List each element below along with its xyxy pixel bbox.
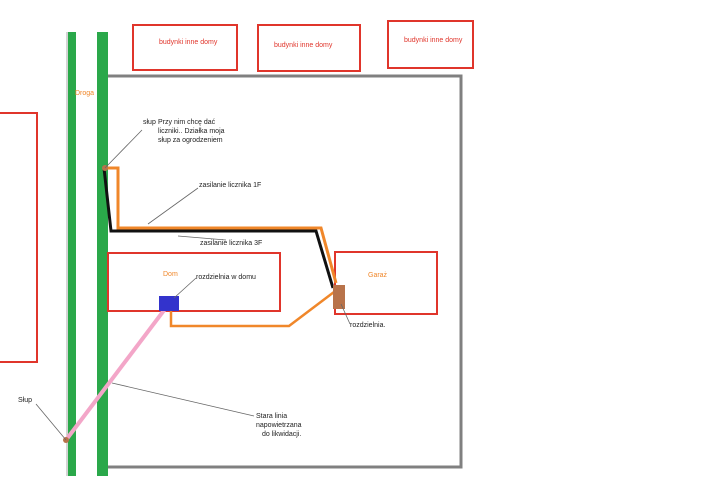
- plot-boundary: [108, 74, 463, 469]
- old-line-label-1: Stara linia: [256, 413, 288, 420]
- leader-pole-top: [104, 129, 143, 169]
- leader-3f: [177, 235, 227, 241]
- cable-garage-to-house: [169, 291, 335, 328]
- pole-note-line-2: liczniki.. Działka moja: [158, 128, 225, 135]
- cable-1f-label: zasilanie licznika 1F: [199, 182, 262, 189]
- road-label: Droga: [75, 90, 95, 97]
- road-strip-right: [97, 32, 108, 476]
- neighbor-building-2: [257, 24, 361, 72]
- road-strip-left: [68, 32, 76, 476]
- pole-note-line-3: słup za ogrodzeniem: [158, 137, 223, 144]
- cable-3f: [102, 167, 335, 289]
- pole-bottom-label: Słup: [18, 397, 33, 404]
- house-switchboard-label: rozdzielnia w domu: [196, 274, 256, 281]
- pole-top-label: słup: [143, 119, 156, 126]
- garage-outline: [334, 251, 438, 315]
- old-line-label-3: do likwidacji.: [262, 431, 302, 438]
- leader-old-line: [111, 382, 255, 417]
- house-switchboard: [159, 296, 179, 311]
- building-2-label: budynki inne domy: [274, 42, 333, 49]
- house-outline: [107, 252, 281, 312]
- old-line-label-2: napowietrzana: [256, 422, 302, 429]
- leader-house-switchboard: [173, 277, 197, 299]
- garage-switchboard-label: rozdzielnia.: [350, 322, 386, 329]
- leader-pole-bottom: [35, 403, 67, 441]
- garage-switchboard: [333, 285, 345, 309]
- house-label: Dom: [163, 271, 178, 278]
- leader-garage-switchboard: [340, 303, 351, 325]
- neighbor-building-left: [0, 112, 38, 363]
- building-3-label: budynki inne domy: [404, 37, 463, 44]
- building-1-label: budynki inne domy: [159, 39, 218, 46]
- pole-note-line-1: Przy nim chcę dać: [158, 119, 216, 126]
- garage-label: Garaż: [368, 272, 388, 279]
- neighbor-building-1: [132, 24, 238, 71]
- leader-1f: [147, 187, 199, 225]
- cable-3f-label: zasilanie licznika 3F: [200, 240, 263, 247]
- old-aerial-line: [64, 303, 170, 442]
- neighbor-building-3: [387, 20, 474, 69]
- cable-1f: [105, 166, 338, 284]
